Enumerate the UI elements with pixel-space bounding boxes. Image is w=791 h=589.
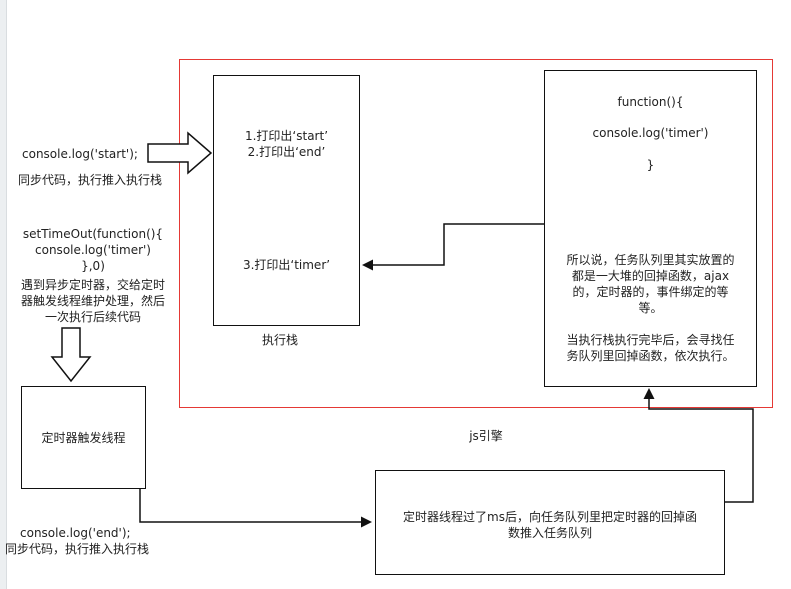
queue-to-stack-arrowhead [362, 259, 373, 271]
stack-item-3: 3.打印出‘timer’ [242, 258, 331, 272]
timer-thread-label: 定时器触发线程 [41, 431, 126, 445]
stack-item-1: 1.打印出‘start’ [244, 129, 329, 143]
engine-label: js引擎 [469, 429, 503, 443]
timer-done-line: 数推入任务队列 [507, 526, 592, 540]
queue-desc-line: 务队列里回掉函数，依次执行。 [566, 349, 735, 363]
queue-code-line-2: console.log('timer') [592, 126, 709, 140]
task-queue-box [544, 70, 757, 387]
timer-done-text: 定时器线程过了ms后，向任务队列里把定时器的回掉函 数推入任务队列 [375, 509, 725, 541]
execution-stack-box [213, 75, 360, 326]
js-engine-container [179, 59, 773, 408]
async-note-line: 器触发线程维护处理，然后 [20, 294, 165, 308]
done-to-queue-arrowhead [643, 388, 655, 399]
async-code-line: console.log('timer') [35, 243, 151, 257]
queue-desc-line: 都是一大堆的回掉函数，ajax [571, 269, 730, 283]
queue-code-line-1: function(){ [617, 95, 684, 109]
timer-done-line: 定时器线程过了ms后，向任务队列里把定时器的回掉函 [403, 510, 697, 524]
queue-desc-line: 等。 [638, 301, 663, 315]
sync2-code-text: console.log('end'); [20, 526, 131, 540]
async-note-line: 一次执行后续代码 [44, 310, 141, 324]
async-note-text: 遇到异步定时器，交给定时 器触发线程维护处理，然后 一次执行后续代码 [8, 277, 178, 325]
queue-desc-line: 的，定时器的，事件绑定的等 [572, 285, 729, 299]
async-code-line: },0) [81, 259, 105, 273]
sync1-note-text: 同步代码，执行推入执行栈 [18, 173, 163, 187]
sync1-code-text: console.log('start'); [22, 147, 138, 161]
queue-to-stack-connector [368, 223, 544, 266]
done-to-queue-connector [648, 397, 754, 503]
thread-to-done-arrowhead [361, 516, 372, 528]
queue-code-line-3: } [646, 158, 655, 172]
hollow-right-arrow [147, 131, 213, 175]
async-note-line: 遇到异步定时器，交给定时 [20, 278, 165, 292]
timer-done-box [375, 470, 725, 575]
async-code-text: setTimeOut(function(){ console.log('time… [12, 226, 174, 274]
queue-desc-1: 所以说，任务队列里其实放置的 都是一大堆的回掉函数，ajax 的，定时器的，事件… [544, 252, 757, 316]
thread-to-done-connector [139, 489, 364, 523]
queue-desc-line: 当执行栈执行完毕后，会寻找任 [566, 333, 735, 347]
left-gutter [0, 0, 7, 589]
queue-desc-line: 所以说，任务队列里其实放置的 [566, 253, 735, 267]
hollow-down-arrow [50, 327, 92, 383]
queue-desc-2: 当执行栈执行完毕后，会寻找任 务队列里回掉函数，依次执行。 [544, 332, 757, 364]
stack-item-2: 2.打印出‘end’ [247, 145, 326, 159]
stack-label: 执行栈 [261, 333, 298, 347]
timer-thread-box [21, 386, 146, 489]
sync2-note-text: 同步代码，执行推入执行栈 [5, 542, 150, 556]
async-code-line: setTimeOut(function(){ [22, 227, 164, 241]
